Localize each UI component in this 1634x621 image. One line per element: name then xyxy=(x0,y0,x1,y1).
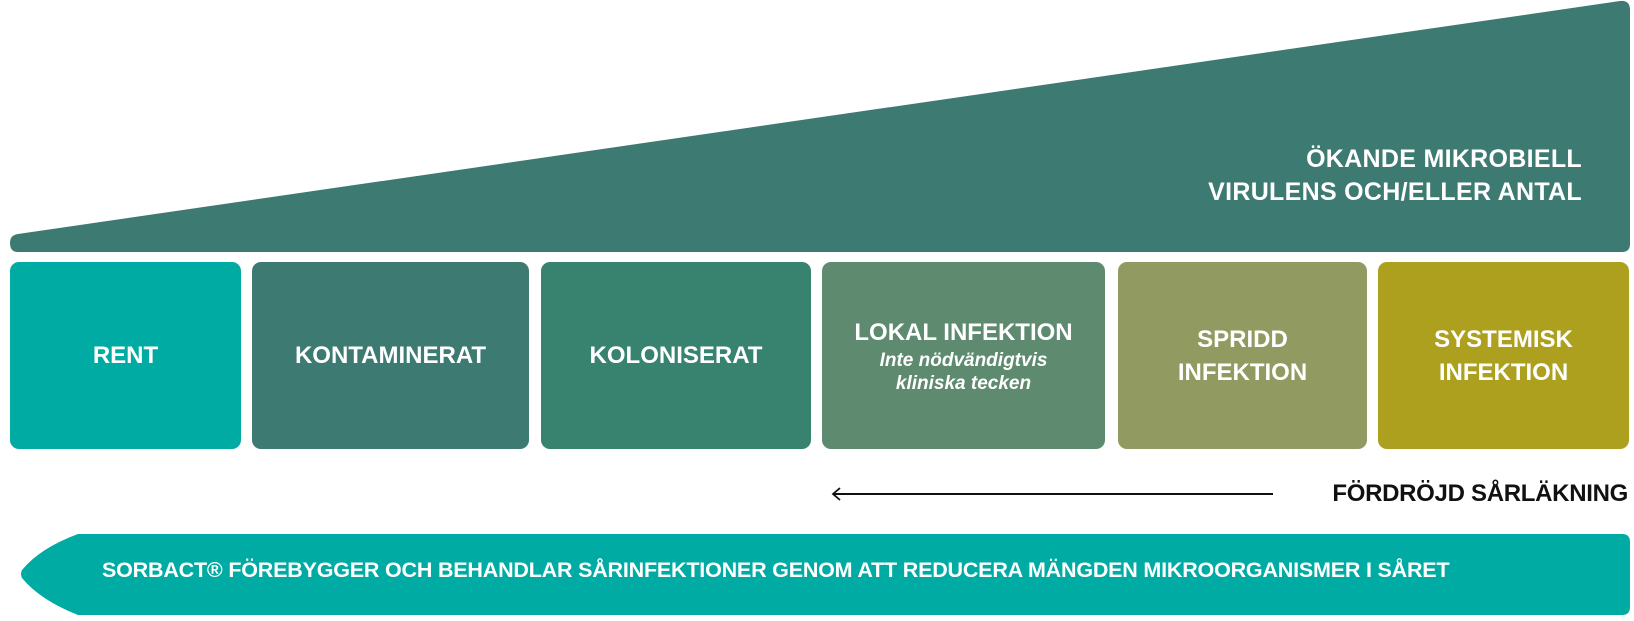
increasing-virulence-wedge xyxy=(10,0,1630,253)
delayed-healing-arrow xyxy=(831,480,1634,508)
stage-kontaminerat: KONTAMINERAT xyxy=(252,262,529,449)
stage-koloniserat: KOLONISERAT xyxy=(541,262,811,449)
wedge-label: ÖKANDE MIKROBIELL VIRULENS OCH/ELLER ANT… xyxy=(1208,143,1582,209)
wedge-label-line1: ÖKANDE MIKROBIELL xyxy=(1306,145,1582,173)
arrow-left-icon xyxy=(831,487,841,501)
stage-title-line1: SPRIDD xyxy=(1197,325,1288,353)
arrow-line xyxy=(833,493,1273,495)
stage-title-line2: INFEKTION xyxy=(1177,358,1308,386)
stage-subtitle-line2: kliniska tecken xyxy=(895,373,1032,394)
stage-title: RENT xyxy=(92,342,159,369)
sorbact-banner-shape xyxy=(21,534,1630,615)
stage-systemisk-infektion: SYSTEMISK INFEKTION xyxy=(1378,262,1629,449)
stage-title-line2: INFEKTION xyxy=(1438,358,1569,386)
stage-subtitle-line1: Inte nödvändigtvis xyxy=(879,350,1048,371)
stage-title: KOLONISERAT xyxy=(589,342,763,369)
stage-title: KONTAMINERAT xyxy=(294,342,487,369)
sorbact-banner-text: SORBACT® FÖREBYGGER OCH BEHANDLAR SÅRINF… xyxy=(102,558,1450,582)
wedge-label-line2: VIRULENS OCH/ELLER ANTAL xyxy=(1208,178,1582,206)
stage-rent: RENT xyxy=(10,262,241,449)
stage-title: LOKAL INFEKTION xyxy=(854,319,1073,346)
stage-lokal-infektion: LOKAL INFEKTION Inte nödvändigtvis klini… xyxy=(822,262,1105,449)
stage-spridd-infektion: SPRIDD INFEKTION xyxy=(1118,262,1367,449)
delayed-healing-label: FÖRDRÖJD SÅRLÄKNING xyxy=(1332,480,1628,507)
stage-title-line1: SYSTEMISK xyxy=(1434,325,1573,353)
